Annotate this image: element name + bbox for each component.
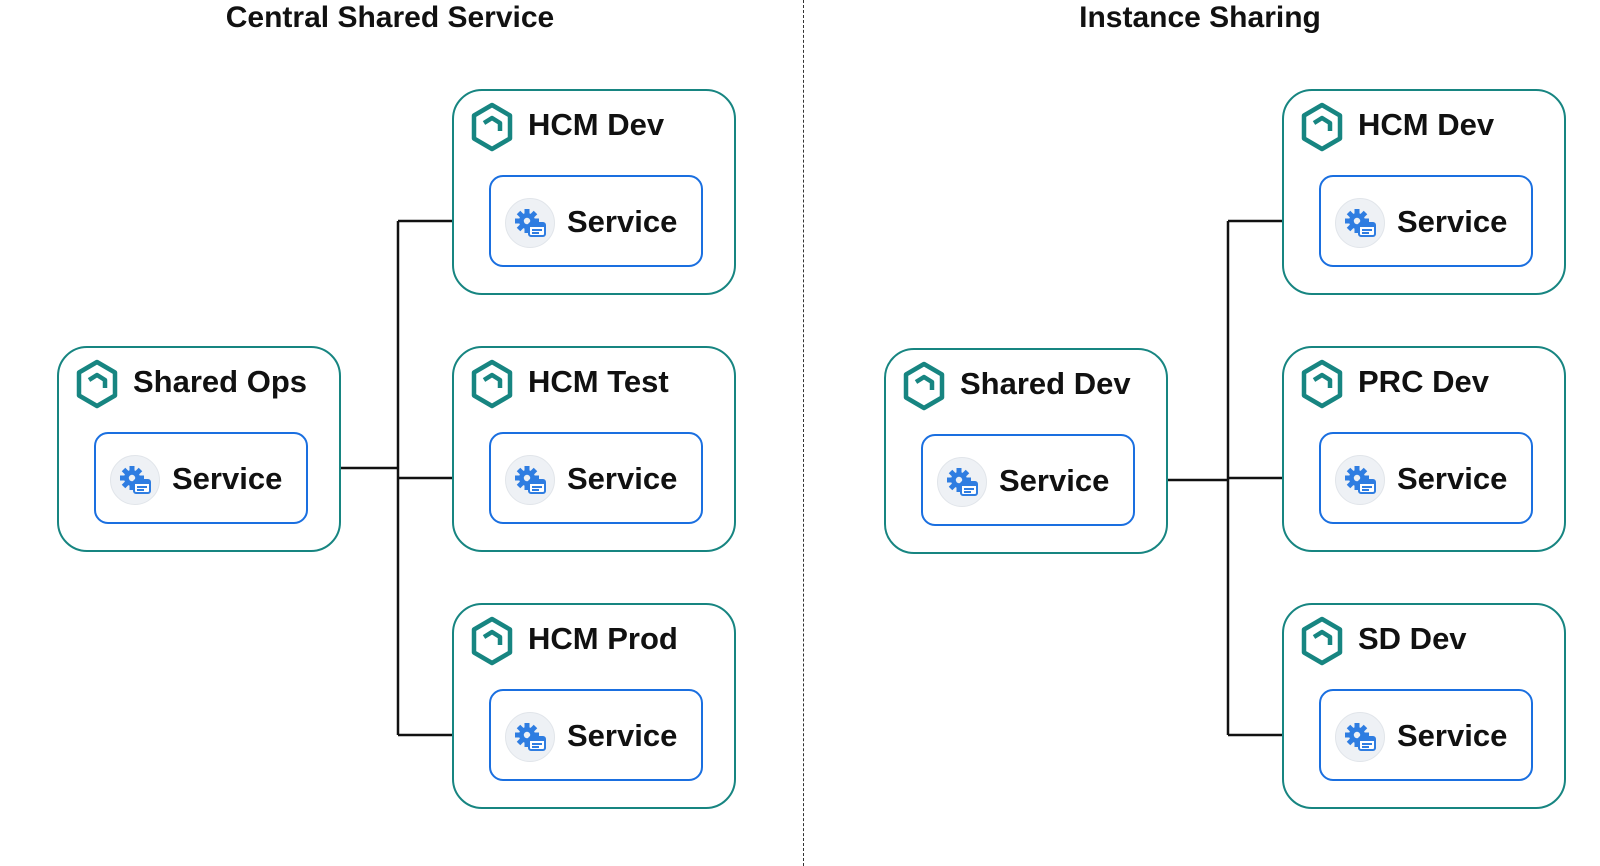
service-card[interactable]: Service	[921, 434, 1135, 526]
panel-title-central-shared-service: Central Shared Service	[225, 1, 555, 34]
panel-divider	[803, 0, 804, 866]
hexagon-environment-icon	[903, 361, 945, 411]
hexagon-environment-icon	[1301, 616, 1343, 666]
env-hcm-dev-left[interactable]: HCM Dev	[452, 89, 736, 295]
service-card[interactable]: Service	[94, 432, 308, 524]
service-label: Service	[567, 204, 678, 239]
hexagon-environment-icon	[471, 102, 513, 152]
panel-title-instance-sharing: Instance Sharing	[1079, 1, 1321, 34]
service-card[interactable]: Service	[489, 432, 703, 524]
env-label: HCM Test	[528, 364, 669, 399]
env-shared-ops[interactable]: Shared Ops	[57, 346, 341, 552]
env-label: SD Dev	[1358, 621, 1467, 656]
env-label: Shared Dev	[960, 366, 1131, 401]
gear-window-service-icon	[1335, 455, 1385, 505]
gear-window-service-icon	[110, 455, 160, 505]
hexagon-environment-icon	[471, 616, 513, 666]
gear-window-service-icon	[505, 198, 555, 248]
hexagon-environment-icon	[1301, 359, 1343, 409]
env-label: HCM Dev	[528, 107, 665, 142]
gear-window-service-icon	[937, 457, 987, 507]
env-label: HCM Prod	[528, 621, 678, 656]
service-card[interactable]: Service	[1319, 175, 1533, 267]
env-label: HCM Dev	[1358, 107, 1495, 142]
gear-window-service-icon	[1335, 198, 1385, 248]
env-hcm-dev-right[interactable]: HCM Dev	[1282, 89, 1566, 295]
service-label: Service	[999, 463, 1110, 498]
service-label: Service	[1397, 204, 1508, 239]
gear-window-service-icon	[1335, 712, 1385, 762]
service-card[interactable]: Service	[489, 175, 703, 267]
gear-window-service-icon	[505, 712, 555, 762]
hexagon-environment-icon	[1301, 102, 1343, 152]
hexagon-environment-icon	[471, 359, 513, 409]
service-label: Service	[172, 461, 283, 496]
service-label: Service	[567, 461, 678, 496]
service-card[interactable]: Service	[1319, 689, 1533, 781]
env-label: PRC Dev	[1358, 364, 1489, 399]
env-hcm-test[interactable]: HCM Test	[452, 346, 736, 552]
env-shared-dev[interactable]: Shared Dev	[884, 348, 1168, 554]
hexagon-environment-icon	[76, 359, 118, 409]
env-label: Shared Ops	[133, 364, 307, 399]
service-label: Service	[1397, 718, 1508, 753]
env-sd-dev[interactable]: SD Dev	[1282, 603, 1566, 809]
env-prc-dev[interactable]: PRC Dev	[1282, 346, 1566, 552]
env-hcm-prod[interactable]: HCM Prod	[452, 603, 736, 809]
gear-window-service-icon	[505, 455, 555, 505]
service-card[interactable]: Service	[489, 689, 703, 781]
service-label: Service	[567, 718, 678, 753]
service-card[interactable]: Service	[1319, 432, 1533, 524]
service-label: Service	[1397, 461, 1508, 496]
